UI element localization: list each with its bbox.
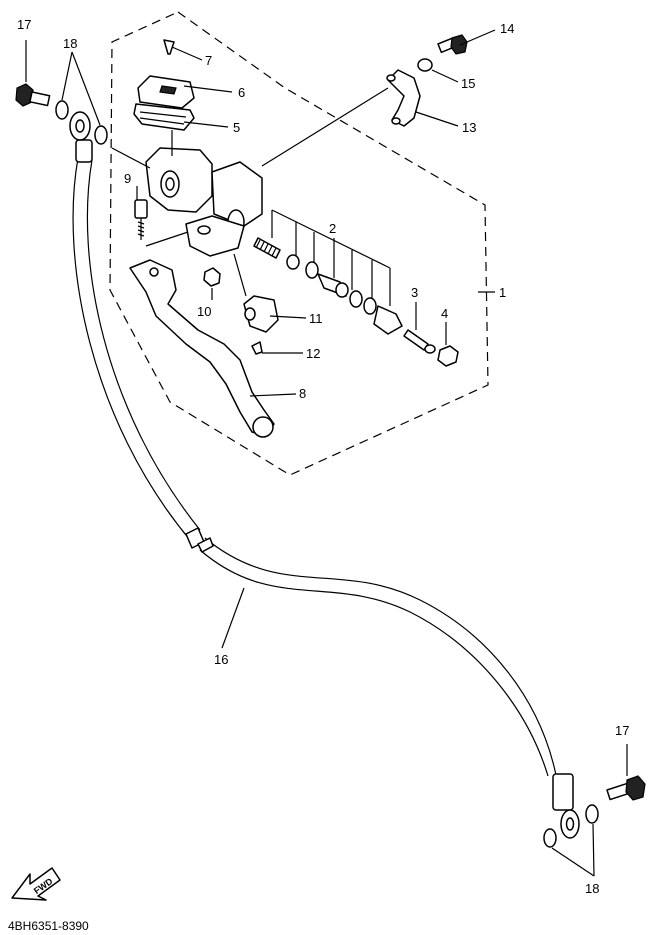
union-bolt-lower (606, 775, 646, 801)
boot-3 (373, 305, 436, 354)
washer-upper-left (55, 100, 69, 120)
diagram-code: 4BH6351-8390 (8, 919, 89, 933)
callout-2: 2 (329, 221, 336, 236)
callout-16: 16 (214, 652, 228, 667)
diaphragm-5 (133, 103, 195, 131)
callout-17-upper: 17 (17, 17, 31, 32)
callout-11: 11 (309, 311, 323, 326)
washer-lower-right (585, 804, 599, 824)
bolt-14 (437, 34, 468, 55)
washer-15 (417, 58, 433, 72)
upper-banjo-assembly (15, 83, 108, 163)
callout-3: 3 (411, 285, 418, 300)
callout-12: 12 (306, 346, 320, 361)
fwd-direction-arrow: FWD (11, 867, 61, 901)
leader-lines (25, 29, 628, 877)
spring (253, 237, 281, 259)
brake-lever-8 (129, 259, 275, 438)
callout-18-lower: 18 (585, 881, 599, 896)
callout-8: 8 (299, 386, 306, 401)
brake-hose (72, 157, 557, 777)
cap-4 (437, 345, 459, 367)
nut-10 (203, 267, 221, 287)
pivot-bolt-9 (134, 199, 148, 240)
callout-numbers: 1 2 3 4 5 6 7 8 9 10 11 12 13 14 15 16 1… (17, 17, 629, 896)
reservoir-cap-6 (137, 75, 195, 109)
callout-4: 4 (441, 306, 448, 321)
callout-15: 15 (461, 76, 475, 91)
washer-lower-left (543, 828, 557, 848)
callout-10: 10 (197, 304, 211, 319)
callout-13: 13 (462, 120, 476, 135)
piston-kit-2 (253, 237, 377, 315)
callout-6: 6 (238, 85, 245, 100)
callout-1: 1 (499, 285, 506, 300)
union-bolt-upper (15, 83, 51, 107)
switch-11 (243, 295, 279, 333)
callout-9: 9 (124, 171, 131, 186)
holder-13 (387, 69, 421, 127)
screw-12 (251, 341, 263, 355)
callout-14: 14 (500, 21, 514, 36)
lower-banjo-assembly (543, 773, 646, 848)
master-cylinder-body (145, 147, 263, 257)
callout-18-upper: 18 (63, 36, 77, 51)
callout-5: 5 (233, 120, 240, 135)
washer-upper-right (94, 125, 108, 145)
callout-7: 7 (205, 53, 212, 68)
assembly-boundary-dashed (109, 11, 489, 476)
callout-17-lower: 17 (615, 723, 629, 738)
screw-7 (163, 39, 175, 55)
